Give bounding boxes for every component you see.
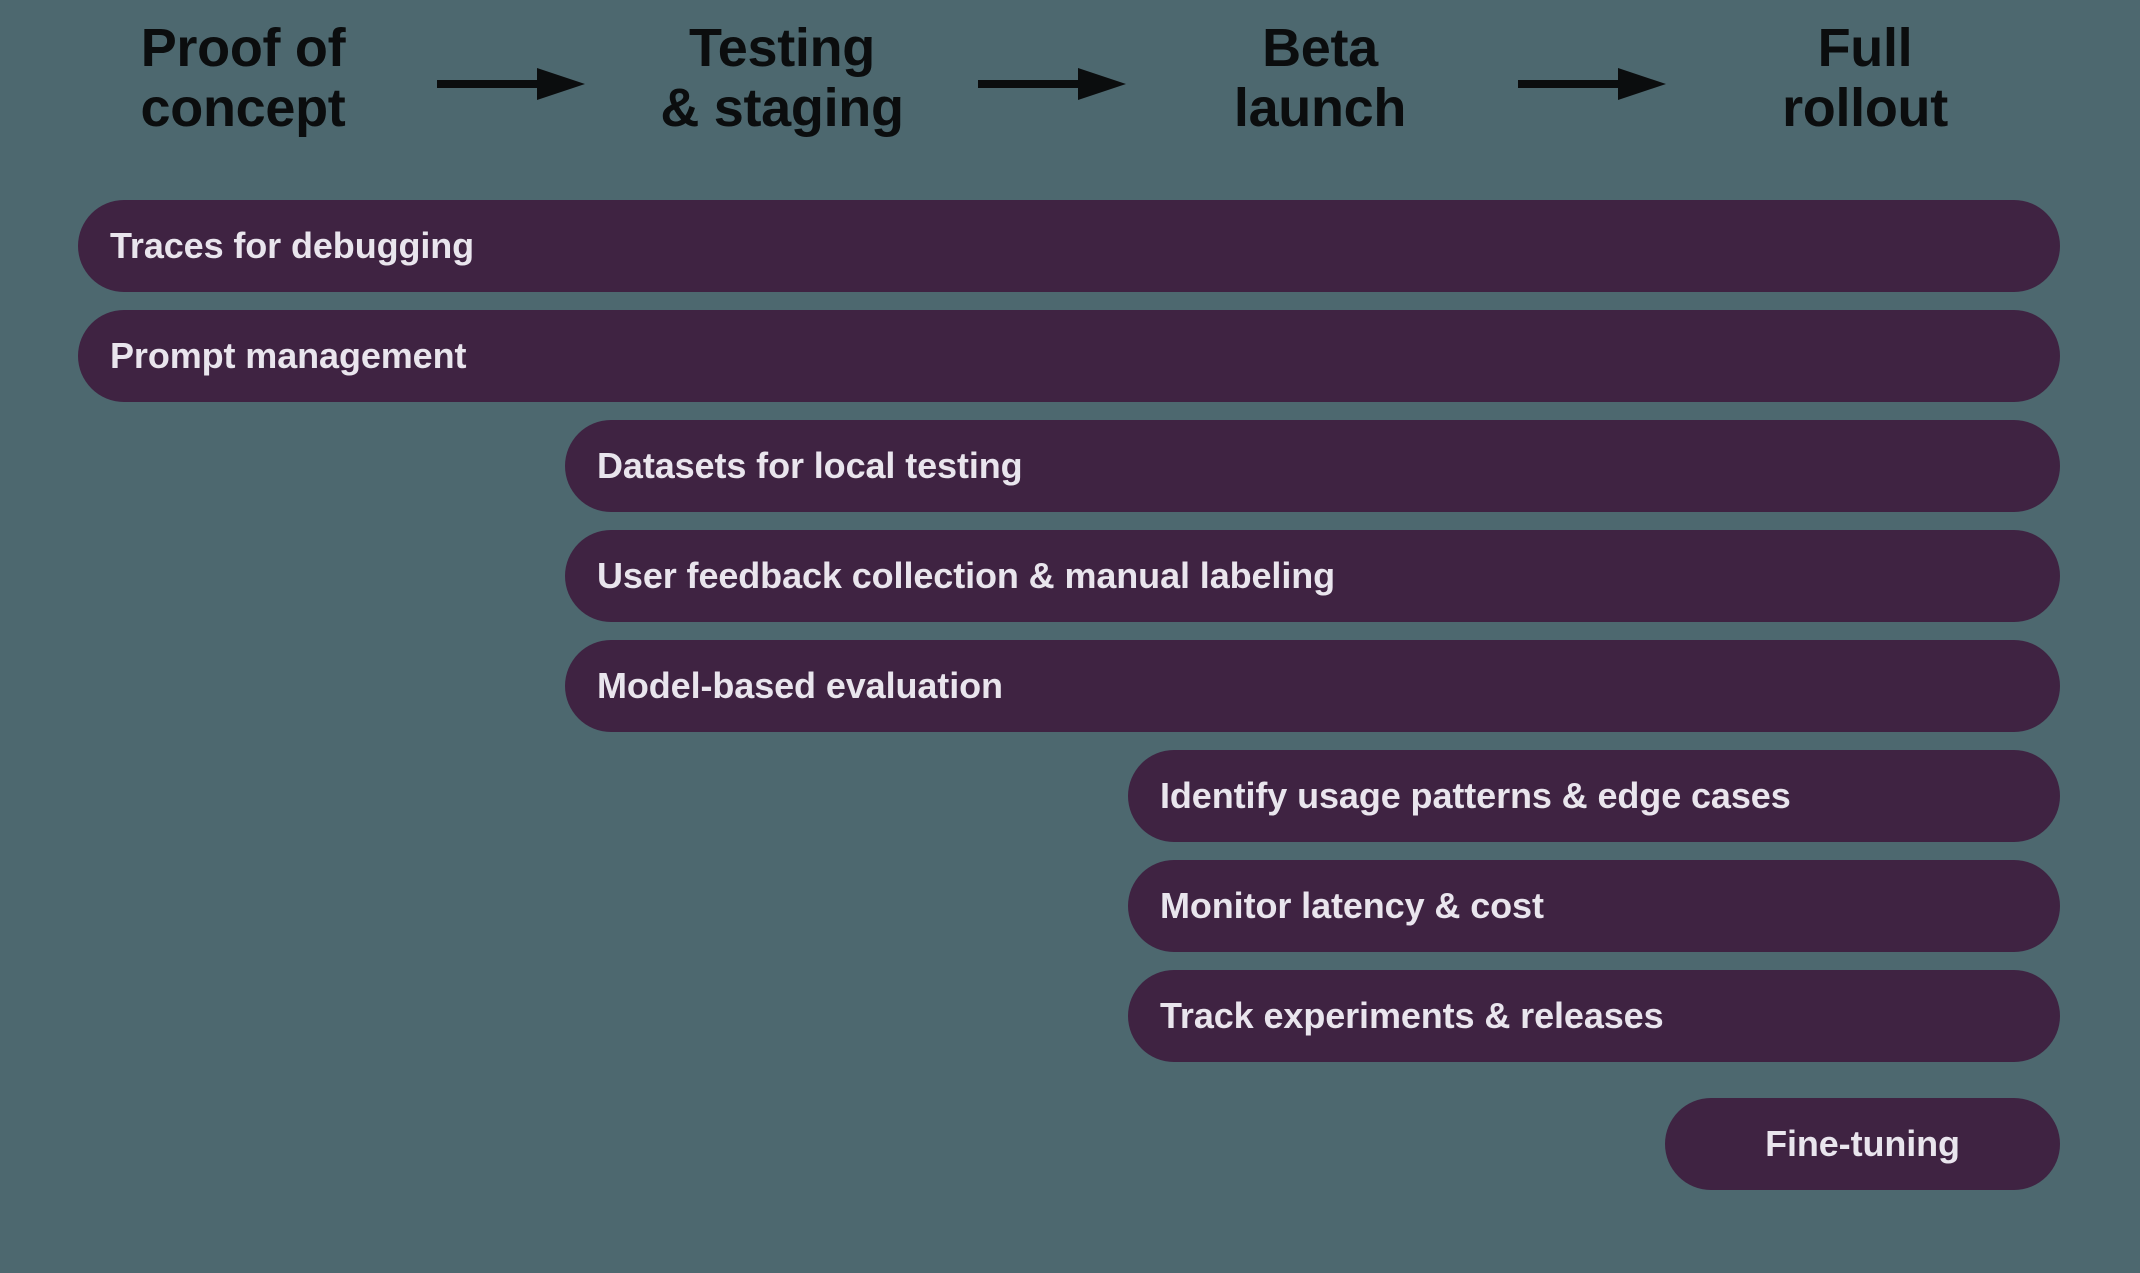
arrow-beta-to-rollout-icon: [1518, 62, 1666, 106]
stage-label-1: Proof of concept: [140, 18, 346, 139]
capability-pill-label: Prompt management: [110, 335, 467, 376]
capability-pill[interactable]: Datasets for local testing: [565, 420, 2060, 512]
stage-label-4: Full rollout: [1782, 18, 1948, 139]
capability-pill[interactable]: Identify usage patterns & edge cases: [1128, 750, 2060, 842]
stage-label-2: Testing & staging: [660, 18, 904, 139]
capability-pill-label: Identify usage patterns & edge cases: [1160, 775, 1791, 816]
capability-pill[interactable]: Fine-tuning: [1665, 1098, 2060, 1190]
capability-pill[interactable]: Prompt management: [78, 310, 2060, 402]
capability-pill-label: Traces for debugging: [110, 225, 475, 266]
capability-pill-label: Datasets for local testing: [597, 445, 1023, 486]
capability-pill[interactable]: User feedback collection & manual labeli…: [565, 530, 2060, 622]
capability-pill[interactable]: Track experiments & releases: [1128, 970, 2060, 1062]
stage-label-3: Beta launch: [1233, 18, 1407, 139]
capability-pill-label: Model-based evaluation: [597, 665, 1003, 706]
capability-pill[interactable]: Traces for debugging: [78, 200, 2060, 292]
capability-pill-label: Monitor latency & cost: [1160, 885, 1544, 926]
capability-pill[interactable]: Monitor latency & cost: [1128, 860, 2060, 952]
arrow-testing-to-beta-icon: [978, 62, 1126, 106]
arrow-poc-to-testing-icon: [437, 62, 585, 106]
capability-pill-label: Fine-tuning: [1765, 1123, 1960, 1164]
capability-pill-label: Track experiments & releases: [1160, 995, 1664, 1036]
capability-pill[interactable]: Model-based evaluation: [565, 640, 2060, 732]
capability-pill-label: User feedback collection & manual labeli…: [597, 555, 1336, 596]
